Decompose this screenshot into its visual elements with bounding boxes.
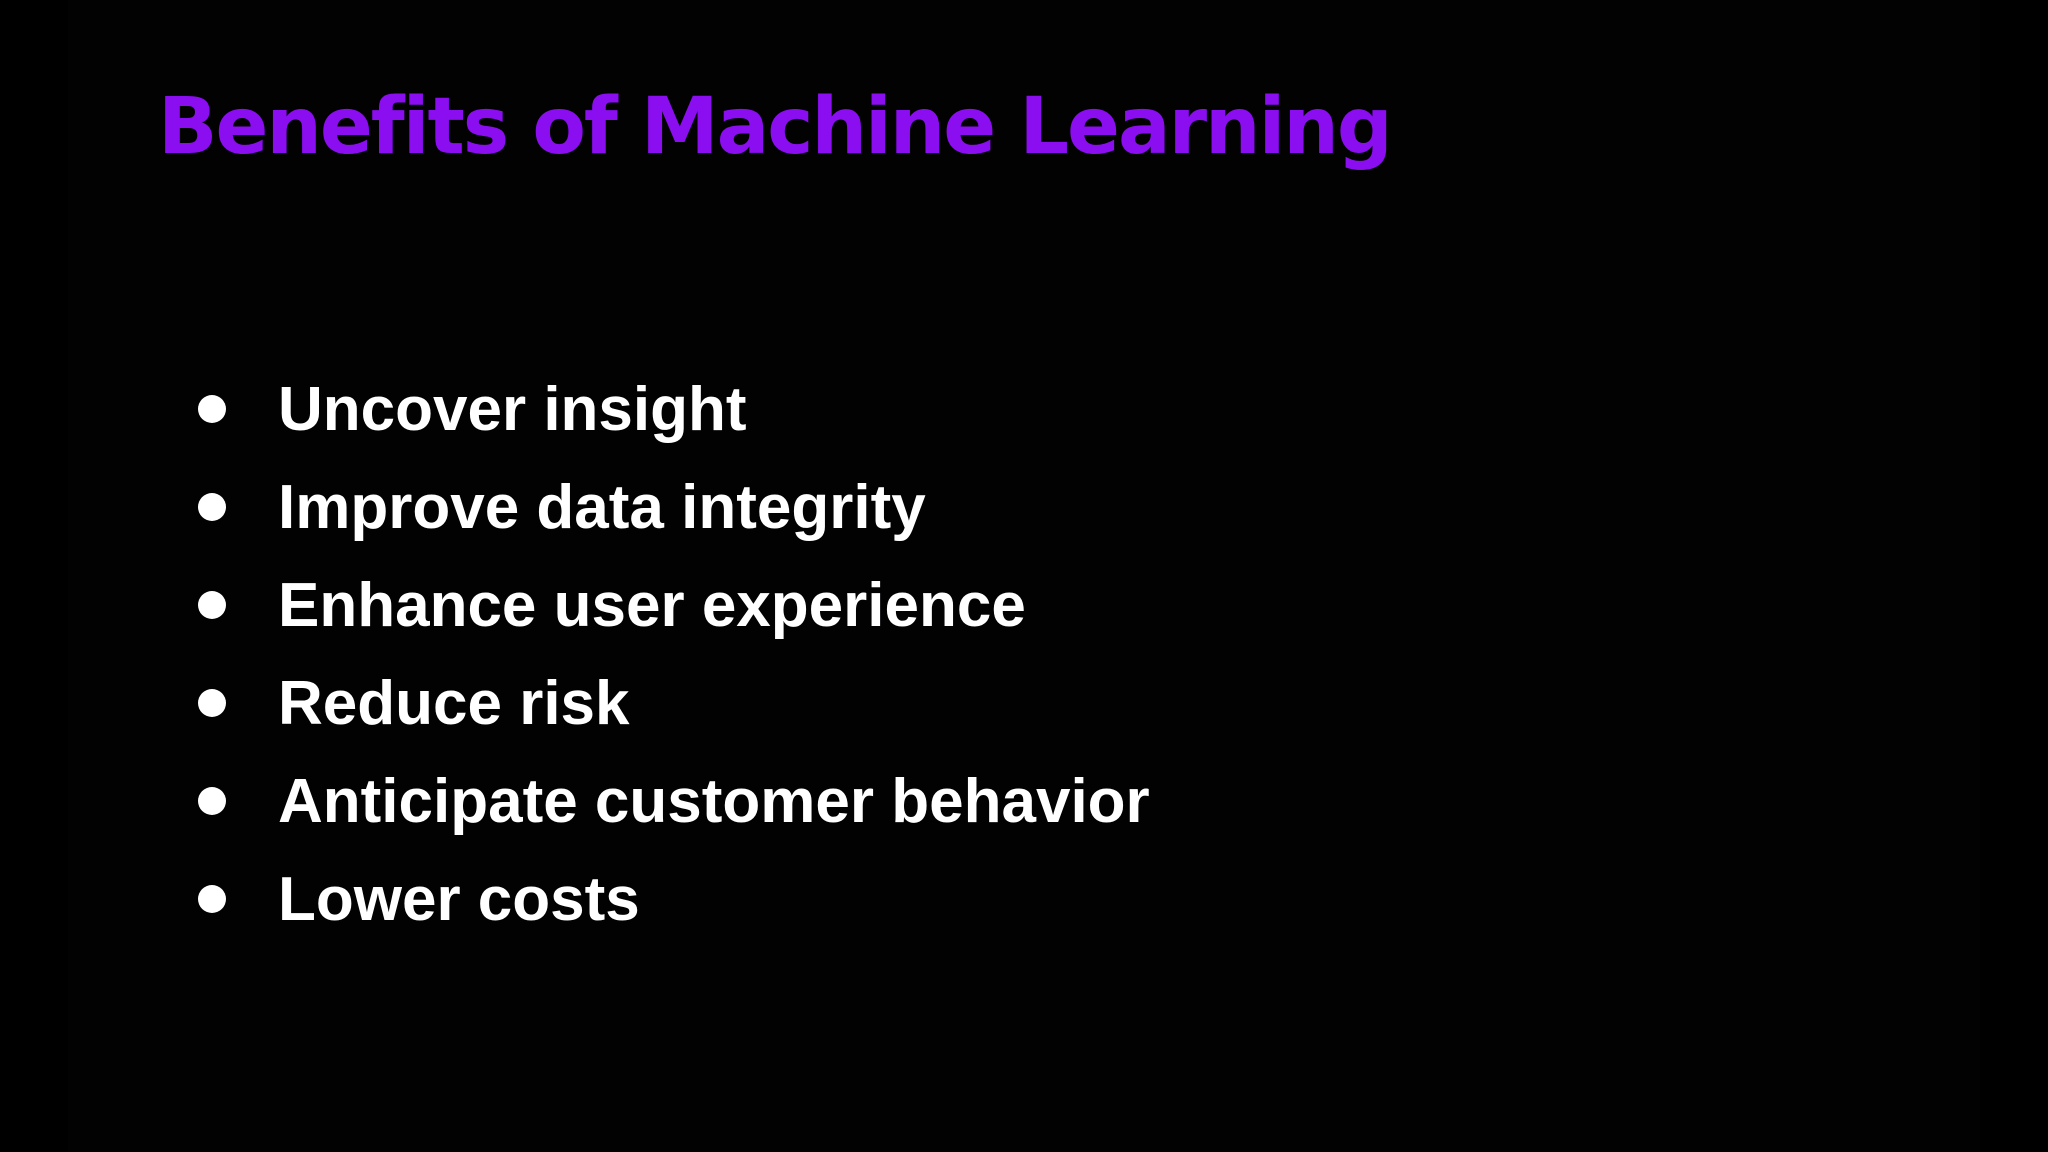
- bullet-dot-icon: [198, 493, 226, 521]
- bullet-dot-icon: [198, 591, 226, 619]
- bullet-dot-icon: [198, 787, 226, 815]
- bullet-dot-icon: [198, 885, 226, 913]
- list-item-label: Uncover insight: [278, 374, 747, 444]
- list-item-label: Enhance user experience: [278, 570, 1026, 640]
- list-item-label: Lower costs: [278, 864, 640, 934]
- slide: Benefits of Machine Learning Uncover ins…: [68, 0, 1980, 1152]
- bullet-dot-icon: [198, 689, 226, 717]
- list-item-label: Anticipate customer behavior: [278, 766, 1150, 836]
- list-item-label: Reduce risk: [278, 668, 630, 738]
- slide-title: Benefits of Machine Learning: [158, 82, 1393, 172]
- list-item-label: Improve data integrity: [278, 472, 926, 542]
- bullet-dot-icon: [198, 395, 226, 423]
